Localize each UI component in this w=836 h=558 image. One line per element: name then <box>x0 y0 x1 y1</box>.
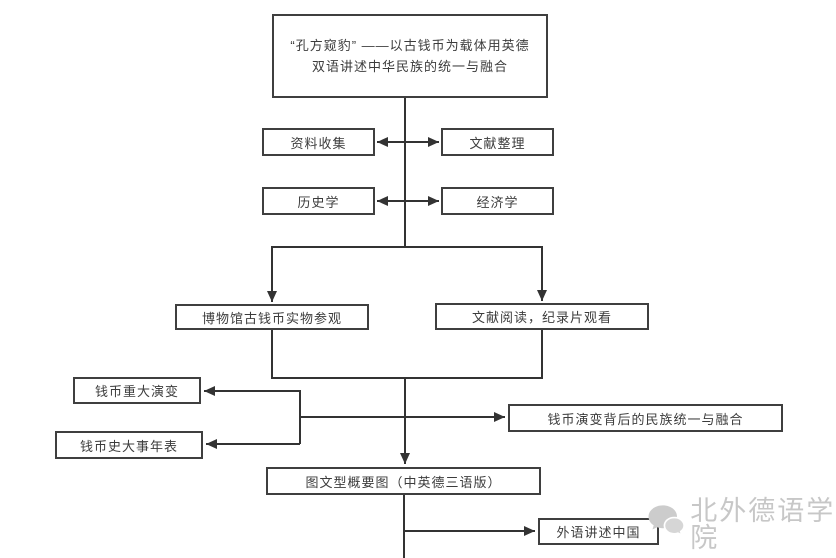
node-literature-sorting: 文献整理 <box>441 128 554 156</box>
node-history: 历史学 <box>262 187 375 215</box>
node-foreign-language-china: 外语讲述中国 <box>538 518 659 545</box>
watermark: 北外德语学院 <box>646 494 836 552</box>
node-data-collection: 资料收集 <box>262 128 375 156</box>
node-reading-watching: 文献阅读，纪录片观看 <box>435 303 649 330</box>
watermark-text: 北外德语学院 <box>690 496 836 553</box>
node-economics: 经济学 <box>441 187 554 215</box>
node-project-title-line2: 双语讲述中华民族的统一与融合 <box>311 59 508 74</box>
node-summary-chart: 图文型概要图（中英德三语版） <box>266 467 541 495</box>
node-project-title: “孔方窥豹” ——以古钱币为载体用英德 双语讲述中华民族的统一与融合 <box>272 14 548 98</box>
node-unity-integration: 钱币演变背后的民族统一与融合 <box>508 404 783 432</box>
node-coin-history-timeline: 钱币史大事年表 <box>55 431 203 459</box>
speech-bubbles-icon <box>648 505 685 537</box>
node-project-title-line1: “孔方窥豹” ——以古钱币为载体用英德 <box>290 38 530 53</box>
node-museum-visit: 博物馆古钱币实物参观 <box>175 304 369 330</box>
node-coin-major-evolution: 钱币重大演变 <box>73 377 201 404</box>
